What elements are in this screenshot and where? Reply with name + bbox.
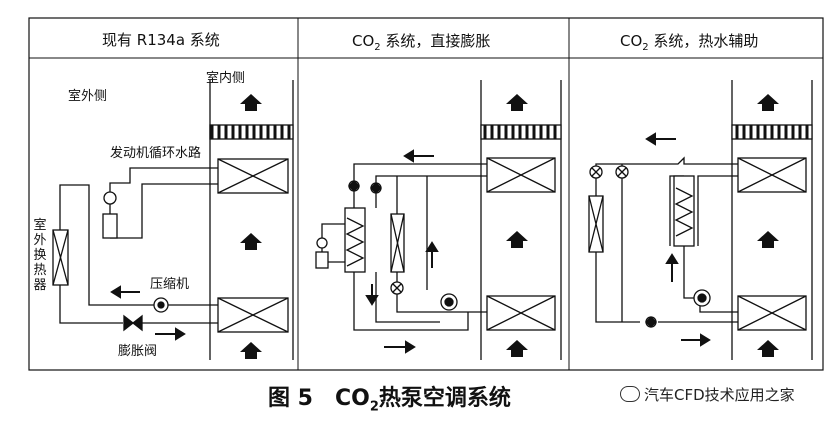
panel-r134a-drawing — [52, 80, 294, 360]
compressor-label: 压缩机 — [150, 277, 190, 292]
grille-3 — [731, 124, 813, 140]
indoor-side-label: 室内侧 — [206, 71, 246, 86]
figure-caption: 图 5 CO2热泵空调系统 — [268, 386, 511, 415]
outdoor-hx-label: 室外换热器 — [33, 218, 47, 293]
outdoor-hx-2 — [390, 213, 405, 273]
outdoor-hx-3 — [588, 195, 604, 253]
outdoor-side-label: 室外侧 — [68, 89, 108, 104]
figure-frame — [28, 17, 824, 371]
grille-1 — [209, 124, 294, 140]
evaporator-1 — [217, 297, 289, 333]
expansion-valve-1 — [123, 314, 143, 332]
evaporator-2 — [486, 295, 556, 331]
water-pump-1 — [103, 191, 117, 205]
panel-title-co2-direct: CO2 系统，直接膨胀 — [352, 32, 491, 53]
wechat-icon — [620, 386, 640, 402]
expansion-valve-label: 膨胀阀 — [118, 344, 158, 359]
internal-hx-3 — [673, 175, 695, 247]
watermark: 汽车CFD技术应用之家 — [620, 384, 795, 405]
engine-box-1 — [102, 213, 118, 239]
gas-cooler-3 — [737, 157, 807, 193]
outdoor-hx-1 — [52, 229, 69, 286]
gas-cooler-2 — [486, 157, 556, 193]
panel-co2-hotwater-drawing — [588, 80, 813, 360]
heater-core-1 — [217, 158, 289, 194]
panel-title-r134a: 现有 R134a 系统 — [102, 31, 220, 49]
evaporator-3 — [737, 295, 807, 331]
internal-hx-2 — [344, 207, 366, 273]
engine-loop-label: 发动机循环水路 — [110, 146, 202, 161]
panel-title-co2-hotwater: CO2 系统，热水辅助 — [620, 32, 759, 53]
grille-2 — [480, 124, 562, 140]
panel-co2-direct-drawing — [315, 80, 562, 360]
